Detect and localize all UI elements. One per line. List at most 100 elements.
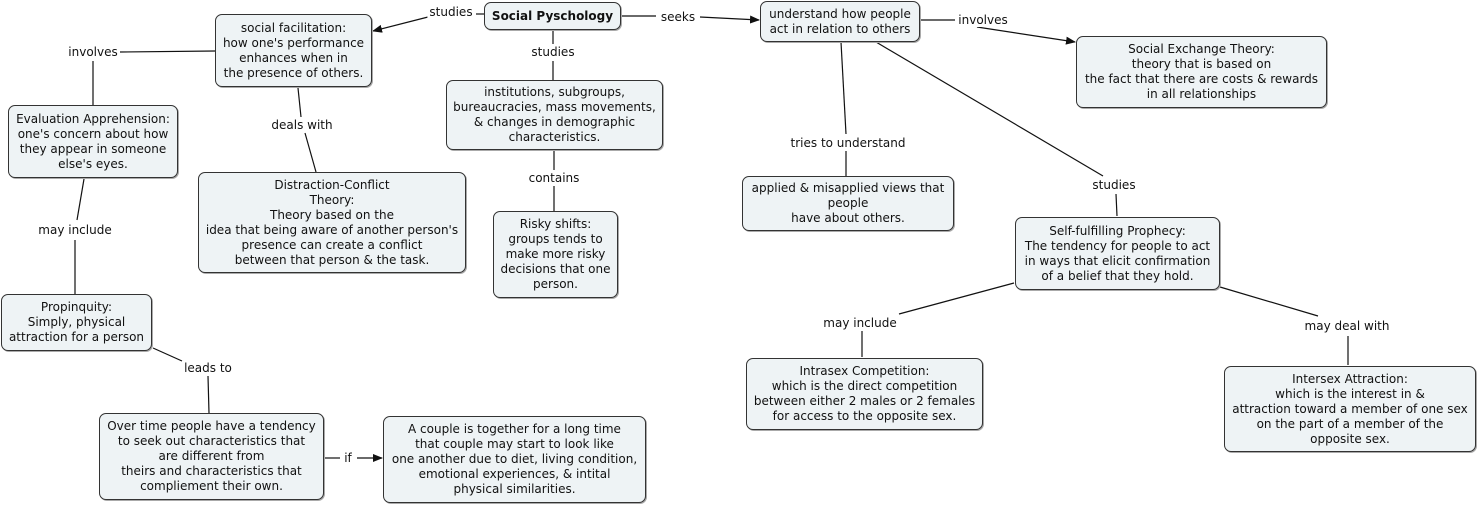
link-label-leads-to: leads to [182, 361, 234, 375]
node-text-line: of a belief that they hold. [1041, 268, 1194, 283]
node-text-line: the presence of others. [223, 65, 364, 80]
edge-prophecy-mayinclude [898, 282, 1015, 315]
node-text-line: between that person & the task. [234, 252, 430, 267]
edge-propinquity-leads [152, 347, 183, 362]
node-text-line: institutions, subgroups, [484, 85, 625, 99]
node-text-line: on the part of a member of the [1256, 416, 1444, 431]
node-text-line: A couple is together for a long time [408, 422, 621, 436]
node-text-line: Intrasex Competition: [799, 364, 930, 378]
node-text-line: compliement their own. [140, 479, 283, 493]
node-text-line: Theory: [309, 192, 355, 207]
node-text-line: emotional experiences, & intital [418, 467, 611, 481]
node-text-line: attraction for a person [8, 330, 145, 344]
node-text-line: physical similarities. [453, 482, 576, 496]
edge-eval-mayinclude [76, 178, 85, 221]
node-text-line: theirs and characteristics that [121, 464, 302, 478]
link-label-contains: contains [526, 171, 582, 185]
node-text-line: characteristics. [508, 130, 601, 144]
node-text-line: one's concern about how [17, 126, 169, 141]
node-text-line: attraction toward a member of one sex [1232, 401, 1468, 416]
node-intersex-attraction[interactable]: Intersex Attraction:which is the interes… [1224, 366, 1476, 452]
edge-involves-exchange [976, 26, 1076, 45]
edge-leads-overtime [207, 375, 210, 414]
link-label-tries-to-understand: tries to understand [788, 136, 908, 150]
node-text-line: Distraction-Conflict [274, 177, 390, 192]
node-text-line: decisions that one [500, 262, 611, 276]
node-text-line: opposite sex. [1310, 431, 1390, 446]
link-label-studies-left: studies [427, 5, 475, 19]
node-text-line: they appear in someone [19, 141, 167, 156]
node-text-line: Simply, physical [27, 315, 126, 329]
node-text-line: how one's performance [222, 35, 365, 50]
node-text-line: understand how people [769, 6, 911, 21]
link-label-studies-down: studies [529, 45, 577, 59]
node-text-line: enhances when in [239, 50, 348, 65]
node-text-line: have about others. [791, 211, 905, 225]
node-text-line: & changes in demographic [473, 115, 636, 129]
node-social-psychology[interactable]: Social Pyschology [484, 2, 621, 30]
node-text-line: act in relation to others [769, 21, 911, 36]
edge-prophecy-maydeal [1219, 286, 1319, 317]
node-text-line: Theory based on the [269, 207, 394, 222]
node-social-facilitation[interactable]: social facilitation:how one's performanc… [215, 14, 372, 87]
node-text-line: groups tends to [508, 232, 603, 246]
node-text-line: bureaucracies, mass movements, [453, 100, 656, 114]
node-evaluation-apprehension[interactable]: Evaluation Apprehension:one's concern ab… [8, 105, 178, 178]
link-label-involves-left: involves [66, 45, 120, 59]
node-text-line: the fact that there are costs & rewards [1084, 72, 1319, 86]
node-text-line: which is the interest in & [1275, 386, 1425, 401]
edge-sf-deals [297, 87, 302, 118]
node-text-line: to seek out characteristics that [117, 434, 306, 448]
node-social-exchange[interactable]: Social Exchange Theory:theory that is ba… [1076, 36, 1327, 108]
link-label-deals-with: deals with [269, 118, 335, 132]
node-text-line: person. [533, 277, 578, 291]
link-label-involves-right: involves [956, 13, 1010, 27]
node-intrasex-competition[interactable]: Intrasex Competition:which is the direct… [746, 358, 983, 430]
node-text-line: The tendency for people to act [1024, 238, 1211, 253]
node-text-line: Propinquity: [40, 300, 113, 314]
node-self-fulfilling-prophecy[interactable]: Self-fulfilling Prophecy:The tendency fo… [1015, 217, 1220, 290]
node-text-line: idea that being aware of another person'… [205, 222, 459, 237]
node-text-line: people [827, 196, 869, 210]
node-text-line: between either 2 males or 2 females [753, 394, 976, 408]
node-text-line: for access to the opposite sex. [772, 409, 957, 423]
node-text-line: one another due to diet, living conditio… [391, 452, 638, 466]
node-text-line: Evaluation Apprehension: [16, 111, 170, 126]
edge-understand-tries [840, 41, 847, 135]
node-text-line: Social Pyschology [491, 8, 614, 23]
link-label-may-include-left: may include [36, 223, 114, 237]
node-text-line: Intersex Attraction: [1292, 371, 1408, 386]
node-text-line: Social Exchange Theory: [1128, 42, 1275, 56]
node-text-line: applied & misapplied views that [751, 181, 945, 195]
node-text-line: in all relationships [1146, 87, 1257, 101]
edge-studies-social-facilitation [372, 16, 429, 33]
link-label-seeks: seeks [658, 10, 698, 24]
node-text-line: social facilitation: [240, 20, 347, 35]
node-text-line: Self-fulfilling Prophecy: [1049, 223, 1186, 238]
node-text-line: Over time people have a tendency [107, 419, 316, 433]
node-text-line: that couple may start to look like [415, 437, 614, 451]
node-text-line: make more risky [505, 247, 606, 261]
link-label-if: if [342, 451, 354, 465]
edge-studies-prophecy [1115, 193, 1118, 217]
node-text-line: are different from [158, 449, 265, 463]
node-text-line: presence can create a conflict [241, 237, 423, 252]
edge-sf-involves [119, 50, 216, 53]
link-label-may-deal-with: may deal with [1302, 319, 1392, 333]
node-text-line: Risky shifts: [519, 217, 592, 231]
node-institutions[interactable]: institutions, subgroups,bureaucracies, m… [446, 80, 663, 150]
node-text-line: in ways that elicit confirmation [1024, 253, 1211, 268]
node-text-line: else's eyes. [58, 156, 128, 171]
link-label-studies-right: studies [1090, 178, 1138, 192]
edge-deals-distraction [304, 132, 317, 173]
node-text-line: which is the direct competition [771, 379, 958, 393]
edge-seeks-understand [699, 15, 760, 24]
